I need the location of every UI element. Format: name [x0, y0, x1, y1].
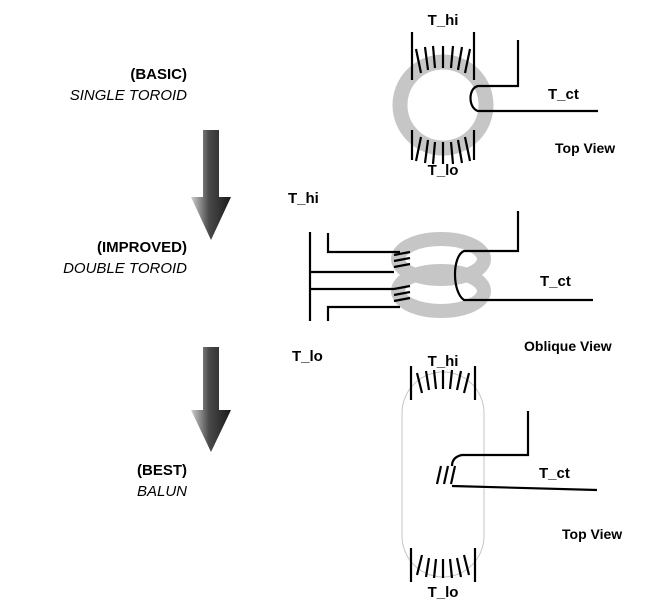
double-toroid-diagram: T_hi T_lo T_ct Oblique View — [288, 190, 612, 365]
balun-t-ct-label: T_ct — [539, 465, 570, 482]
bottom-winding — [414, 136, 472, 165]
lower-winding — [393, 284, 411, 303]
double-t-ct-label: T_ct — [540, 273, 571, 290]
balun-diagram: T_hi T_lo T_ct Top View — [401, 353, 622, 601]
balun-center-winding — [435, 465, 457, 485]
balun-top-winding — [415, 369, 471, 394]
toroid-core-lower — [391, 264, 491, 318]
stage-improved: (IMPROVED) DOUBLE TOROID — [63, 239, 187, 277]
stage-improved-name: DOUBLE TOROID — [63, 260, 187, 277]
balun-hole-top — [415, 389, 471, 445]
balun-t-lo-label: T_lo — [428, 584, 459, 601]
stage-basic-level: (BASIC) — [130, 66, 187, 83]
double-t-hi-label: T_hi — [288, 190, 319, 207]
single-t-lo-label: T_lo — [428, 162, 459, 179]
balun-view-label: Top View — [562, 526, 622, 542]
single-view-label: Top View — [555, 140, 615, 156]
down-arrow-icon — [191, 347, 231, 452]
top-winding — [414, 45, 472, 74]
balun-t-hi-label: T_hi — [428, 353, 459, 370]
toroid-core-upper — [391, 232, 491, 286]
stage-best-name: BALUN — [137, 483, 187, 500]
single-t-ct-label: T_ct — [548, 86, 579, 103]
double-t-lo-label: T_lo — [292, 348, 323, 365]
single-toroid-diagram: T_hi T_lo T_ct Top View — [392, 12, 615, 179]
double-view-label: Oblique View — [524, 338, 612, 354]
stage-basic: (BASIC) SINGLE TOROID — [70, 66, 187, 104]
stage-basic-name: SINGLE TOROID — [70, 87, 187, 104]
single-t-hi-label: T_hi — [428, 12, 459, 29]
balun-hole-bottom — [415, 503, 471, 559]
stage-best-level: (BEST) — [137, 462, 187, 479]
down-arrow-icon — [191, 130, 231, 240]
balun-bottom-winding — [415, 554, 471, 579]
upper-winding — [393, 250, 411, 269]
stage-improved-level: (IMPROVED) — [97, 239, 187, 256]
stage-best: (BEST) BALUN — [137, 462, 187, 500]
